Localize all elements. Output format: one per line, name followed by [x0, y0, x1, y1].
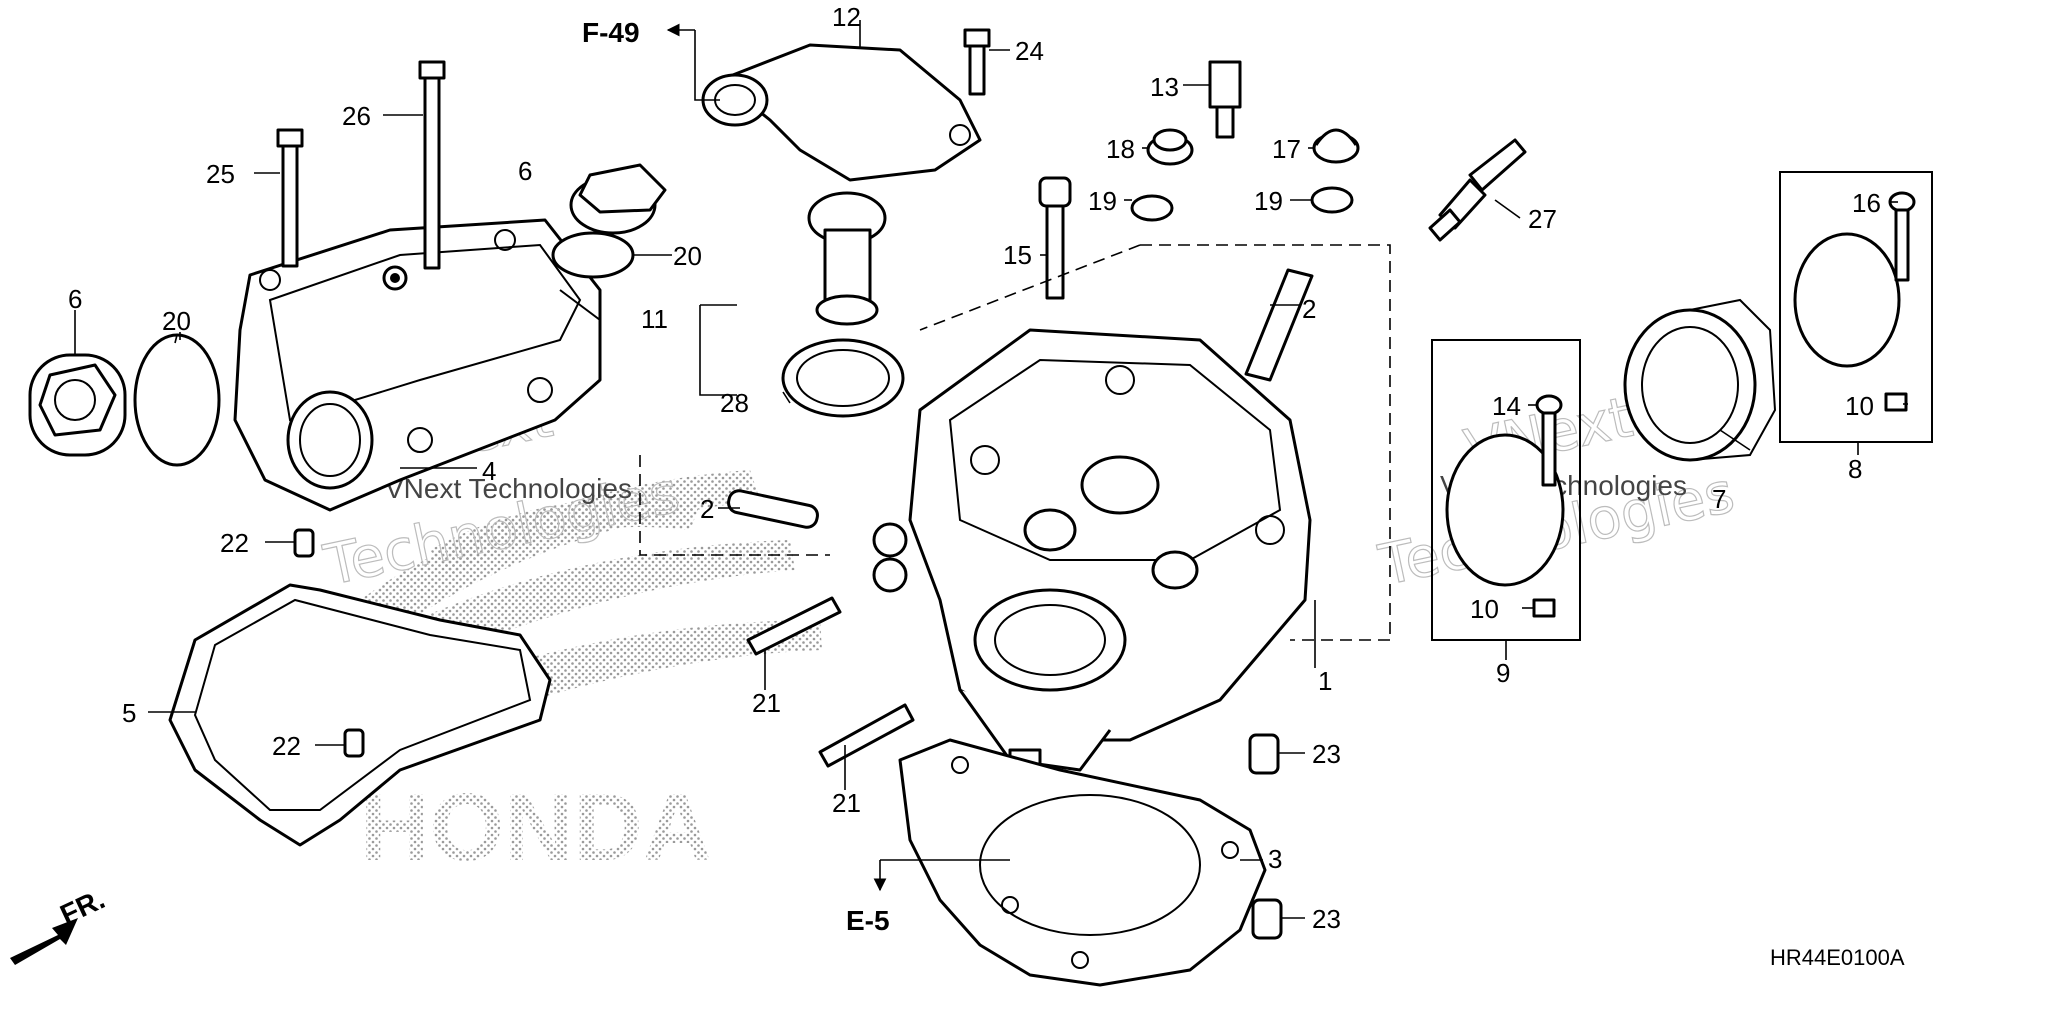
ref-f49: F-49: [582, 17, 640, 48]
part-22-dowel-upper: [293, 528, 315, 558]
part-1-cylinder-head: [872, 328, 1312, 774]
callout-6-upper: 6: [518, 156, 532, 186]
callout-21-upper: 21: [752, 688, 781, 718]
callout-11: 11: [641, 304, 668, 334]
callout-13: 13: [1150, 72, 1179, 102]
part-18-cap: [1146, 128, 1194, 166]
watermark-overlay-left: VNext Technologies: [385, 473, 632, 504]
callout-18: 18: [1106, 134, 1135, 164]
part-19-washer-left: [1130, 194, 1174, 222]
callout-4: 4: [482, 456, 496, 486]
part-2-guide-left: [727, 489, 819, 529]
part-20-o-ring-upper: [551, 231, 635, 279]
part-14-screw: [1535, 394, 1563, 487]
callout-1: 1: [1318, 666, 1332, 696]
callout-15: 15: [1003, 240, 1032, 270]
callout-19-left: 19: [1088, 186, 1117, 216]
diagram-code: HR44E0100A: [1770, 945, 1905, 970]
part-25-bolt: [276, 128, 304, 268]
honda-brand-mark: HONDA: [360, 774, 712, 881]
callout-23-upper: 23: [1312, 739, 1341, 769]
callout-26: 26: [342, 101, 371, 131]
part-19-washer-right: [1310, 186, 1354, 214]
part-10-nut-lower: [1532, 598, 1556, 618]
part-15-bolt: [1038, 176, 1072, 300]
callout-12: 12: [832, 2, 861, 32]
part-28-gasket: [781, 338, 905, 418]
callout-17: 17: [1272, 134, 1301, 164]
ref-e5: E-5: [846, 905, 890, 936]
part-17-cap: [1312, 128, 1360, 164]
part-26-bolt: [418, 60, 446, 270]
part-4-head-cover: [233, 218, 602, 512]
part-21-stud-upper: [746, 596, 842, 656]
part-8-clamp-group-box: [1779, 171, 1933, 443]
callout-3: 3: [1268, 844, 1282, 874]
callout-20-left: 20: [162, 306, 191, 336]
ref-front: FR.: [55, 883, 109, 930]
callout-10-lower: 10: [1470, 594, 1499, 624]
callout-16: 16: [1852, 188, 1881, 218]
part-10-nut-upper: [1884, 392, 1908, 412]
callout-23-lower: 23: [1312, 904, 1341, 934]
part-6-cap-left: [28, 353, 127, 457]
part-13-sensor: [1208, 60, 1242, 139]
part-9-band-clamp: [1445, 433, 1565, 587]
part-27-spark-plug: [1428, 138, 1527, 242]
part-21-stud-lower: [818, 703, 915, 768]
callout-22-lower: 22: [272, 731, 301, 761]
callout-9: 9: [1496, 658, 1510, 688]
part-6-cap-upper: [569, 163, 667, 235]
callout-7: 7: [1712, 484, 1726, 514]
callout-2-upper: 2: [1302, 294, 1316, 324]
callout-19-right: 19: [1254, 186, 1283, 216]
part-23-dowel-upper: [1248, 733, 1280, 775]
part-20-o-ring-left: [133, 333, 221, 467]
callout-27: 27: [1528, 204, 1557, 234]
callout-2-left: 2: [700, 494, 714, 524]
part-2-guide-upper: [1244, 268, 1314, 382]
callout-20-upper: 20: [673, 241, 702, 271]
callout-24: 24: [1015, 36, 1044, 66]
part-23-dowel-lower: [1251, 898, 1283, 940]
part-22-dowel-lower: [343, 728, 365, 758]
callout-10-upper: 10: [1845, 391, 1874, 421]
front-arrow-icon: [10, 918, 78, 965]
callout-5: 5: [122, 698, 136, 728]
part-3-head-gasket: [898, 738, 1267, 987]
part-5-head-cover-gasket: [168, 583, 552, 847]
part-7-insulator: [1623, 298, 1777, 462]
callout-8: 8: [1848, 454, 1862, 484]
callout-14: 14: [1492, 391, 1521, 421]
callout-25: 25: [206, 159, 235, 189]
part-8-band-clamp: [1793, 232, 1901, 368]
leader-lines: [74, 20, 1908, 919]
part-24-bolt: [963, 28, 991, 96]
callout-21-lower: 21: [832, 788, 861, 818]
callout-22-upper: 22: [220, 528, 249, 558]
part-12-water-outlet: [701, 43, 982, 182]
callout-6-left: 6: [68, 284, 82, 314]
callout-28: 28: [720, 388, 749, 418]
part-11-thermostat: [807, 191, 887, 326]
